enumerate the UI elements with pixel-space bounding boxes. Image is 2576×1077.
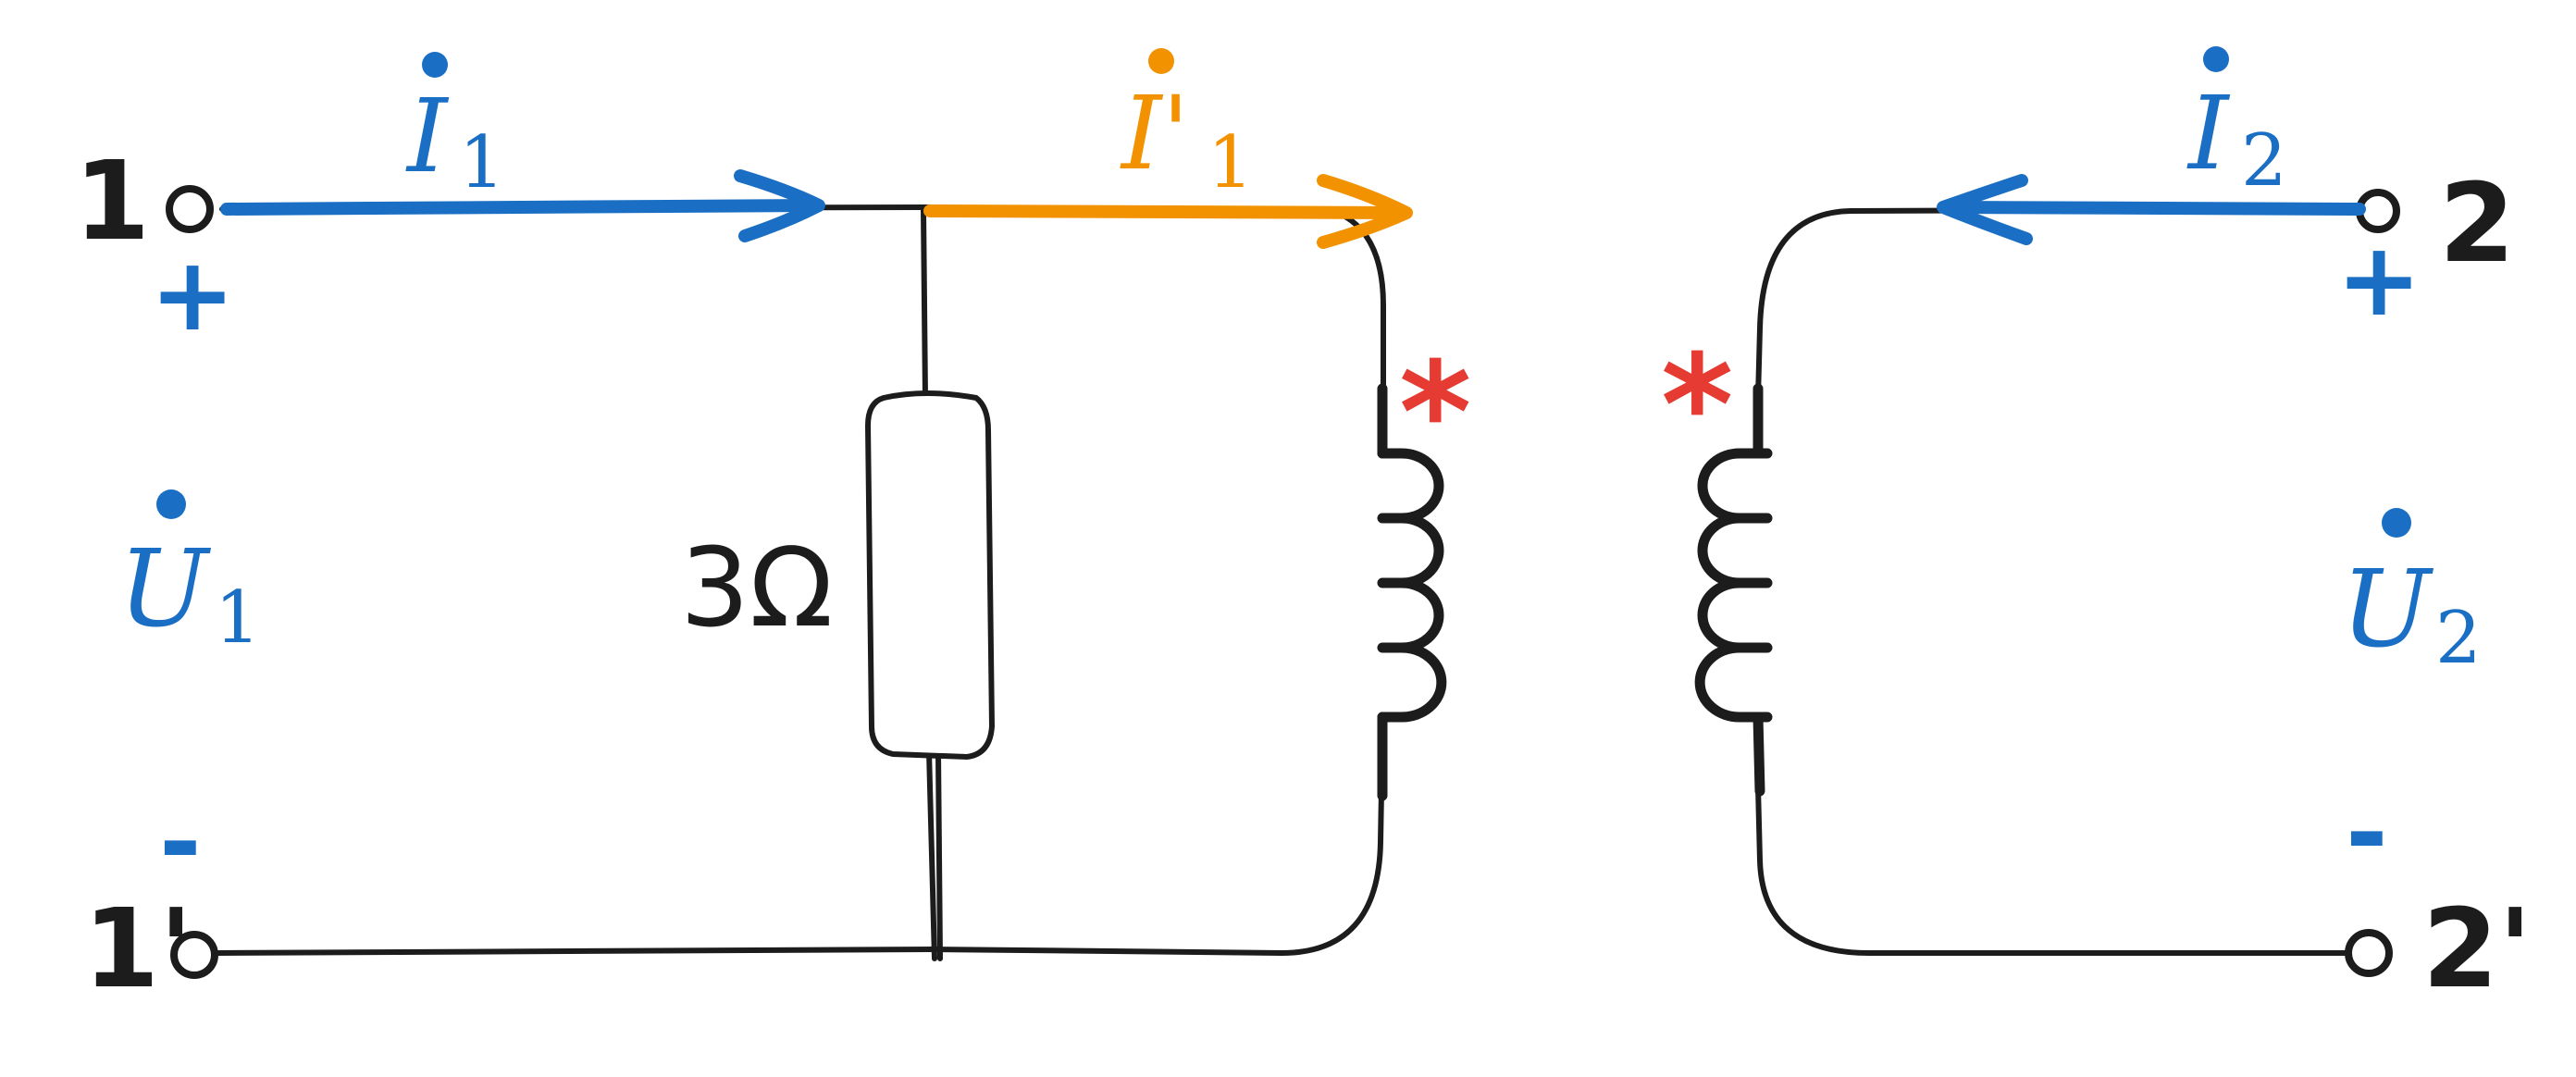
u1-subscript: 1 xyxy=(215,576,261,660)
primary-dot-mark: * xyxy=(1399,333,1471,494)
resistor-bottom-lead-2 xyxy=(935,749,943,961)
current-label-i1-prime: I' 1 xyxy=(1120,48,1254,204)
terminal-2-prime[interactable] xyxy=(2345,929,2393,977)
resistor-bottom-lead xyxy=(926,749,937,961)
port1-minus-sign: - xyxy=(159,783,202,901)
port2-minus-sign: - xyxy=(2346,774,2388,892)
terminal-2-prime-label: 2' xyxy=(2422,885,2532,1012)
i2-symbol: I xyxy=(2186,74,2231,192)
i1-subscript: 1 xyxy=(459,121,505,204)
terminal-1[interactable] xyxy=(166,185,214,233)
terminal-2-label: 2 xyxy=(2439,159,2515,287)
phasor-dot-icon xyxy=(2382,508,2411,538)
terminal-1-prime-label: 1' xyxy=(83,885,192,1012)
current-arrow-i2-icon xyxy=(1937,174,2366,245)
phasor-dot-icon xyxy=(156,489,186,519)
secondary-circuit xyxy=(1694,189,2400,977)
i1-symbol: I xyxy=(405,77,450,195)
phasor-dot-icon xyxy=(2203,46,2229,72)
resistor-top-lead xyxy=(921,206,928,401)
terminal-1-label: 1 xyxy=(74,137,150,265)
port1-plus-sign: + xyxy=(150,235,235,353)
current-label-i2: I 2 xyxy=(2186,46,2287,203)
current-arrow-i1-prime-icon xyxy=(923,174,1413,249)
phasor-dot-icon xyxy=(422,52,448,78)
u2-subscript: 2 xyxy=(2435,597,2482,680)
u2-symbol: U xyxy=(2341,548,2434,672)
top-wire-to-coil xyxy=(923,204,1386,391)
top-wire-secondary xyxy=(1755,206,2362,401)
primary-coil-icon xyxy=(1377,383,1447,801)
u1-symbol: U xyxy=(118,527,212,651)
voltage-label-u1: U 1 xyxy=(118,489,261,660)
current-arrow-i1-icon xyxy=(220,169,825,242)
bottom-wire-primary xyxy=(215,839,1383,956)
voltage-label-u2: U 2 xyxy=(2341,508,2482,680)
i1-prime-symbol: I' xyxy=(1120,74,1190,192)
port2-plus-sign: + xyxy=(2336,220,2421,339)
phasor-dot-icon xyxy=(1148,48,1174,74)
current-label-i1: I 1 xyxy=(405,52,505,204)
secondary-coil-icon xyxy=(1694,383,1773,797)
i1-prime-subscript: 1 xyxy=(1208,121,1254,204)
secondary-dot-mark: * xyxy=(1661,326,1733,487)
terminal-1-prime[interactable] xyxy=(170,931,218,979)
primary-circuit xyxy=(166,185,1447,979)
resistor-label: 3Ω xyxy=(680,524,833,651)
resistor-icon xyxy=(865,390,995,760)
i2-subscript: 2 xyxy=(2241,119,2287,203)
bottom-wire-secondary xyxy=(1755,784,2353,956)
